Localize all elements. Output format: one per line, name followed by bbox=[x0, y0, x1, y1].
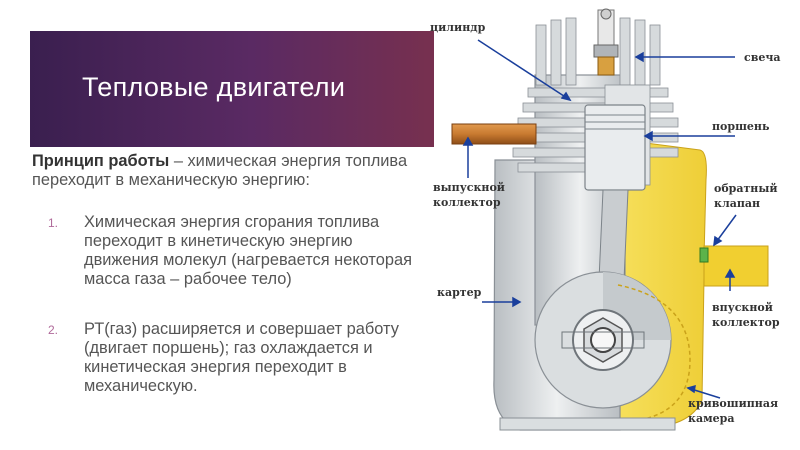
list-item-1: Химическая энергия сгорания топлива пере… bbox=[84, 213, 412, 288]
crank-chamber-outline bbox=[617, 284, 691, 421]
exhaust-pipe bbox=[451, 123, 537, 145]
label-crank-chamber-2: камера bbox=[688, 412, 734, 425]
piston bbox=[584, 104, 646, 191]
intake-pipe bbox=[703, 245, 769, 287]
label-crankcase: картер bbox=[437, 286, 482, 299]
list-number-2: 2. bbox=[48, 323, 59, 337]
label-spark-plug: свеча bbox=[744, 51, 781, 64]
base-plate bbox=[499, 417, 676, 431]
label-check-valve-2: клапан bbox=[714, 197, 760, 210]
label-crank-chamber-1: кривошипная bbox=[688, 397, 778, 410]
label-cylinder: цилиндр bbox=[430, 21, 486, 34]
title-band bbox=[30, 31, 434, 147]
label-piston: поршень bbox=[712, 120, 770, 133]
spark-plug-graphic bbox=[593, 8, 619, 76]
intro-paragraph: Принцип работы – химическая энергия топл… bbox=[32, 152, 430, 190]
slide-title: Тепловые двигатели bbox=[82, 72, 346, 102]
label-arrows bbox=[462, 39, 737, 399]
list-item-2: РТ(газ) расширяется и совершает работу (… bbox=[84, 320, 399, 395]
label-exhaust-2: коллектор bbox=[433, 196, 501, 209]
list-number-1: 1. bbox=[48, 216, 59, 230]
intro-lead: Принцип работы bbox=[32, 152, 170, 170]
label-check-valve-1: обратный bbox=[714, 182, 778, 195]
label-intake-1: впускной bbox=[712, 301, 773, 314]
intro-rest: – химическая энергия топлива переходит в… bbox=[32, 152, 408, 189]
label-exhaust-1: выпускной bbox=[433, 181, 505, 194]
label-intake-2: коллектор bbox=[712, 316, 780, 329]
check-valve-graphic bbox=[699, 247, 709, 263]
